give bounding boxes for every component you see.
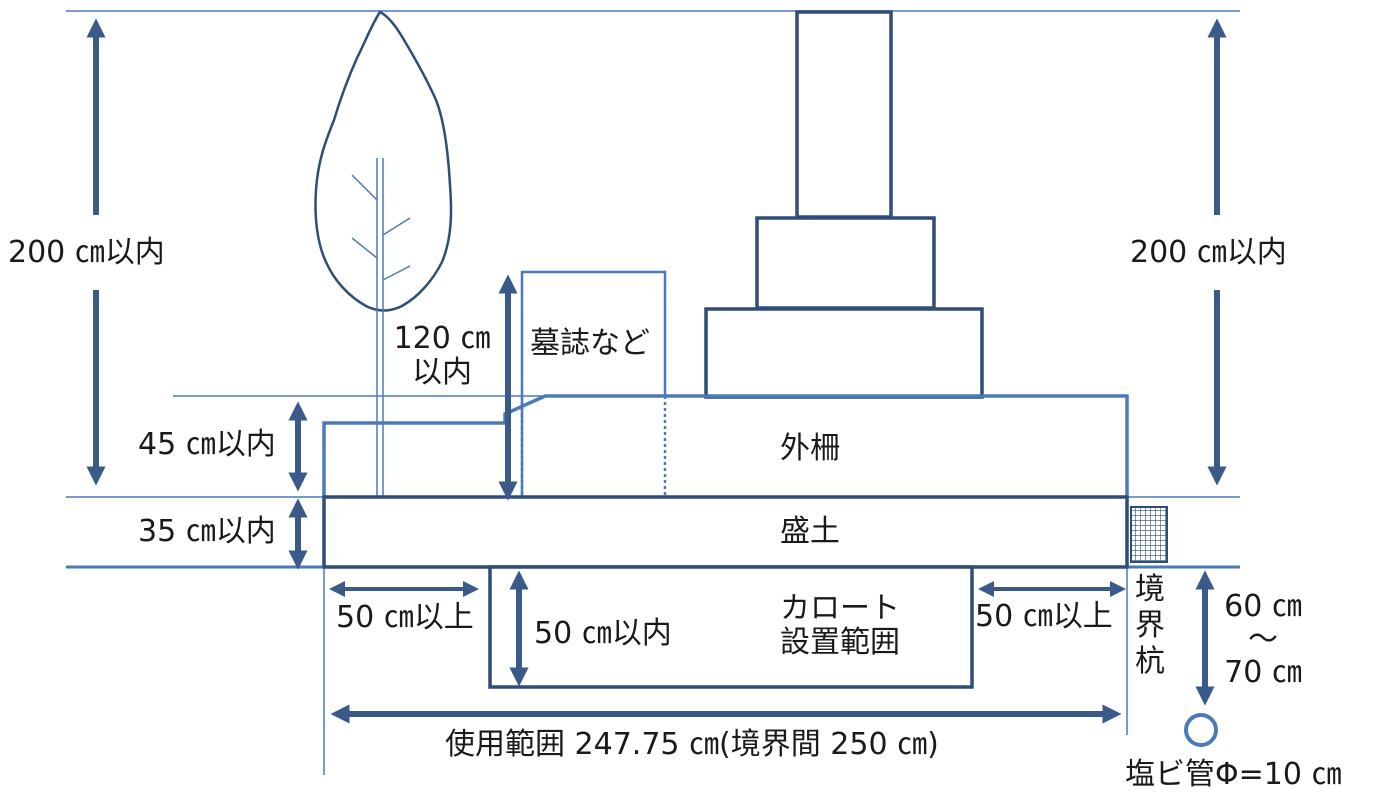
margin-right-label: 50 ㎝以上 <box>975 599 1113 634</box>
mound-height-label: 35 ㎝以内 <box>138 514 276 549</box>
gravestone-middle <box>755 216 936 310</box>
boundary-post-icon <box>1130 506 1168 563</box>
mound <box>322 495 1129 569</box>
outer-fence <box>322 394 1129 497</box>
fence-label: 外柵 <box>780 431 840 466</box>
gravestone-base <box>704 307 984 399</box>
post-depth-line1: 60 ㎝ <box>1224 589 1302 624</box>
pvc-pipe-icon <box>1184 713 1218 747</box>
margin-left-label: 50 ㎝以上 <box>336 600 474 635</box>
post-depth-line3: 70 ㎝ <box>1224 655 1302 690</box>
post-depth-line2: ～ <box>1248 622 1278 657</box>
fence-height-label: 45 ㎝以内 <box>138 427 276 462</box>
epitaph-height-line1: 120 ㎝ <box>393 321 491 356</box>
tree-icon <box>314 10 453 497</box>
epitaph-stone <box>520 270 667 497</box>
gravestone <box>704 10 984 399</box>
karoto-line2: 設置範囲 <box>780 625 900 660</box>
epitaph-height-line2: 以内 <box>412 355 472 390</box>
usage-range-label: 使用範囲 247.75 ㎝(境界間 250 ㎝) <box>445 727 939 762</box>
pvc-pipe-label: 塩ビ管Φ=10 ㎝ <box>1125 757 1342 792</box>
epitaph-height-label: 120 ㎝ 以内 <box>386 322 498 390</box>
epitaph-label: 墓誌など <box>530 326 650 361</box>
karoto-line1: カロート <box>780 591 900 626</box>
boundary-post-label: 境界杭 <box>1135 572 1165 679</box>
post-depth-label: 60 ㎝ ～ 70 ㎝ <box>1218 590 1308 689</box>
mound-label: 盛土 <box>780 514 840 549</box>
height-right-label: 200 ㎝以内 <box>1130 235 1287 270</box>
karoto-area <box>488 565 974 689</box>
karoto-depth-label: 50 ㎝以内 <box>534 616 672 651</box>
karoto-label: カロート 設置範囲 <box>760 592 920 660</box>
gravestone-top <box>795 10 893 219</box>
height-left-label: 200 ㎝以内 <box>8 235 165 270</box>
